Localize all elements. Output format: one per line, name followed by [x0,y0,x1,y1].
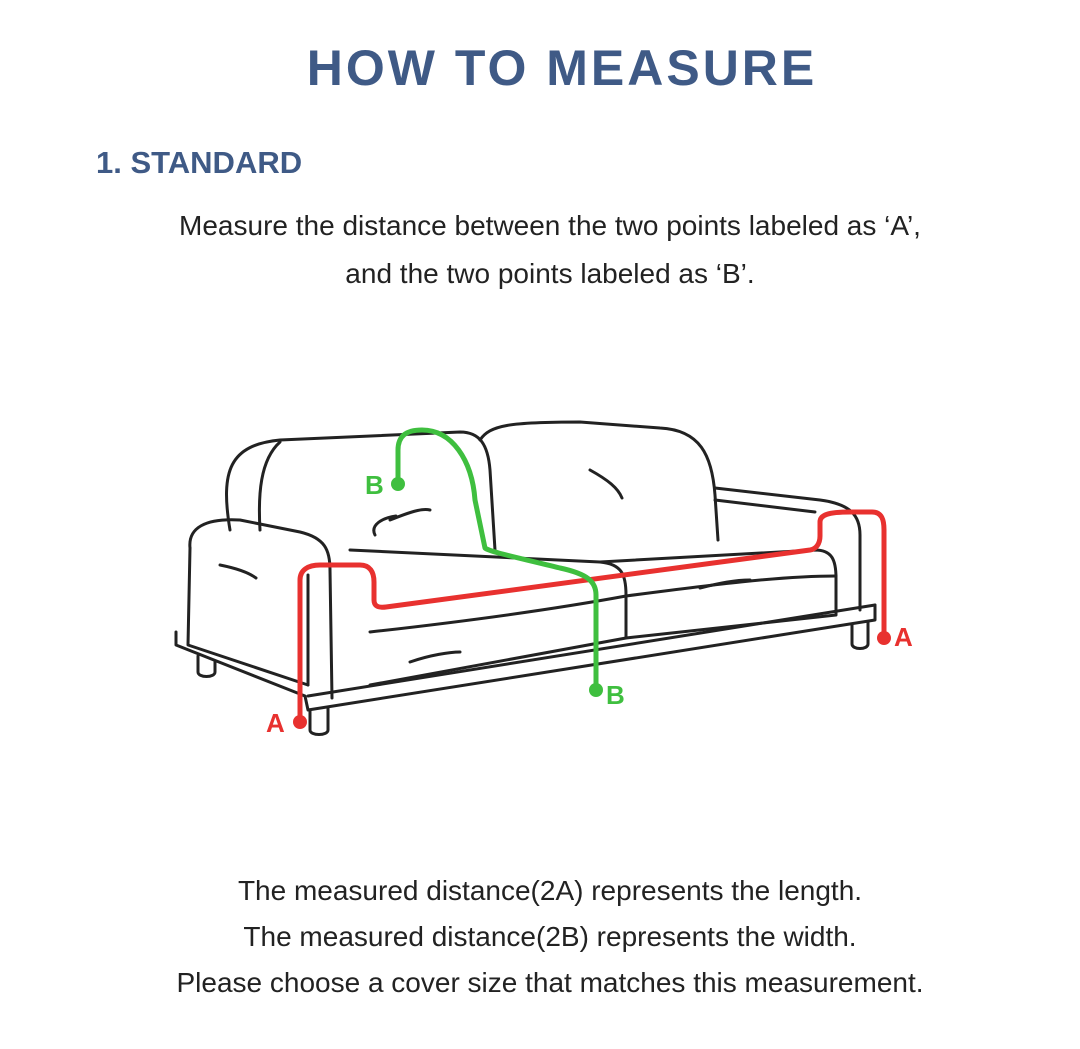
note-width: The measured distance(2B) represents the… [243,921,857,952]
length-measure-line [297,509,887,723]
label-b-bottom: B [606,680,625,710]
leg-left-back [196,654,217,678]
sofa-measurement-diagram: A A B B [174,420,913,738]
sofa-base [174,603,877,712]
note-length: The measured distance(2A) represents the… [237,875,863,906]
sofa-base-top [306,603,877,698]
right-arm-inner [713,498,817,514]
left-arm-side [328,568,334,700]
point-b-top [391,477,405,491]
page-title: HOW TO MEASURE [306,40,818,96]
left-arm-front [186,546,310,687]
wrinkle-1 [388,508,432,522]
point-b-bottom [589,683,603,697]
label-b-top: B [365,470,384,500]
point-a-left [293,715,307,729]
right-arm [713,486,862,612]
instruction-line-1: Measure the distance between the two poi… [179,210,921,241]
leg-right-front [850,620,870,650]
width-measure-line [395,427,599,691]
point-a-right [877,631,891,645]
section-heading: 1. STANDARD [96,145,303,180]
back-cushion-left [225,430,497,552]
left-arm [188,518,332,572]
note-choose-size: Please choose a cover size that matches … [176,967,924,998]
wrinkle-6 [408,650,462,664]
label-a-right: A [894,622,913,652]
instruction-line-2: and the two points labeled as ‘B’. [345,258,755,289]
back-cushion-right [478,420,720,542]
wrinkle-3 [588,468,624,500]
back-cushion-left-inner [257,440,282,532]
measurement-notes: The measured distance(2A) represents the… [40,868,1060,1006]
wrinkle-2 [372,514,398,537]
seat-cushion-right-top [624,574,838,598]
label-a-left: A [266,708,285,738]
measure-instructions: Measure the distance between the two poi… [40,202,1060,298]
sofa-outline [174,420,877,736]
leg-left-front [308,706,330,736]
wrinkle-5 [698,578,752,590]
seat-cushion-left-top [368,594,628,634]
wrinkle-4 [218,563,258,580]
